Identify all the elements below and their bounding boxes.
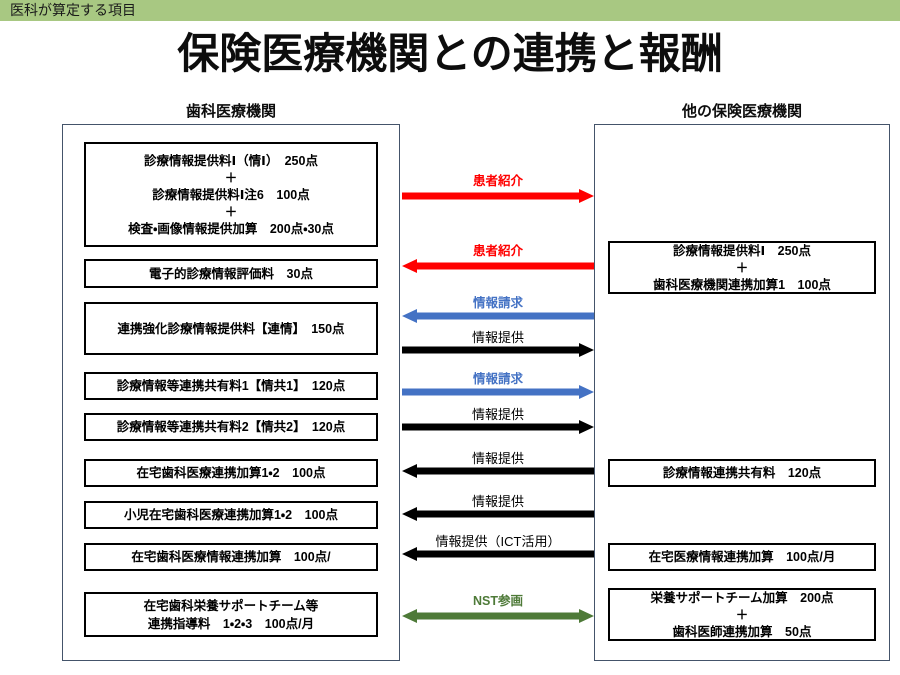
fee-box-line: 連携指導料 1・2・3 100点/月 xyxy=(147,616,315,631)
arrow-label: 情報提供（ICT活用） xyxy=(435,534,561,549)
fee-box-line: 歯科医療機関連携加算1 100点 xyxy=(653,277,831,292)
arrow-info-provide-left-1: 情報提供 xyxy=(402,451,594,479)
fee-box-line: 診療情報等連携共有料2【情共2】 120点 xyxy=(116,420,346,434)
arrow-shape xyxy=(402,547,594,561)
fee-box-renkei-kyoyu-1: 診療情報等連携共有料1【情共1】 120点 xyxy=(84,372,378,400)
fee-box-line: 診療情報連携共有料 120点 xyxy=(662,466,822,480)
arrow-info-request-right: 情報請求 xyxy=(402,372,594,400)
arrow-label: 情報提供 xyxy=(471,494,524,509)
fee-box-line: ＋ xyxy=(224,204,238,219)
arrow-shape xyxy=(402,420,594,434)
fee-box-shinryo-joho-renkei-kyoyu: 診療情報連携共有料 120点 xyxy=(608,459,876,487)
fee-box-eiyo-support-team: 栄養サポートチーム加算 200点 ＋ 歯科医師連携加算 50点 xyxy=(608,588,876,641)
arrow-label: 患者紹介 xyxy=(472,244,523,258)
arrow-label: 情報提供 xyxy=(471,451,524,466)
fee-box-line: 連携強化診療情報提供料【連情】 150点 xyxy=(117,321,345,336)
arrow-shape xyxy=(402,507,594,521)
arrow-patient-referral-right: 患者紹介 xyxy=(402,174,594,204)
fee-box-line: 在宅歯科医療情報連携加算 100点/ xyxy=(131,550,331,564)
fee-box-line: ＋ xyxy=(735,607,749,622)
fee-box-denshiteki-hyoka: 電子的診療情報評価料 30点 xyxy=(84,259,378,288)
fee-box-line: 診療情報提供料Ⅰ 250点 xyxy=(672,243,811,258)
fee-box-zaitaku-shika-renkei: 在宅歯科医療連携加算1・2 100点 xyxy=(84,459,378,487)
fee-box-line: 歯科医師連携加算 50点 xyxy=(672,624,812,639)
arrow-patient-referral-left: 患者紹介 xyxy=(402,244,594,274)
column-header-medical: 他の保険医療機関 xyxy=(681,103,802,120)
page-title: 保険医療機関との連携と報酬 xyxy=(177,30,723,77)
arrow-nst-participation: NST参画 xyxy=(402,594,594,624)
fee-box-line: 診療情報等連携共有料1【情共1】 120点 xyxy=(116,379,346,393)
fee-box-line: 電子的診療情報評価料 30点 xyxy=(149,266,313,281)
header-band: 医科が算定する項目 xyxy=(0,0,900,21)
panel-other-institution xyxy=(594,124,890,661)
fee-box-joho-teikyo-1: 診療情報提供料Ⅰ（情Ⅰ） 250点 ＋ 診療情報提供料Ⅰ注6 100点 ＋ 検査・画像情… xyxy=(84,142,378,247)
column-header-dental: 歯科医療機関 xyxy=(185,103,276,120)
arrow-shape xyxy=(402,189,594,203)
fee-box-zaitaku-iryo-joho-renkei: 在宅医療情報連携加算 100点/月 xyxy=(608,543,876,571)
fee-box-shoni-zaitaku-shika-renkei: 小児在宅歯科医療連携加算1・2 100点 xyxy=(84,501,378,529)
fee-box-line: 在宅歯科医療連携加算1・2 100点 xyxy=(136,466,326,480)
arrow-shape xyxy=(402,259,594,273)
fee-box-renkei-kyoyu-2: 診療情報等連携共有料2【情共2】 120点 xyxy=(84,413,378,441)
arrow-label: 情報提供 xyxy=(471,407,524,422)
arrow-shape xyxy=(402,343,594,357)
fee-box-zaitaku-shika-joho-renkei: 在宅歯科医療情報連携加算 100点/ xyxy=(84,543,378,571)
arrow-info-provide-ict: 情報提供（ICT活用） xyxy=(402,534,594,562)
arrow-label: 情報請求 xyxy=(472,372,523,386)
fee-box-line: 栄養サポートチーム加算 200点 xyxy=(650,590,834,605)
arrow-info-provide-right-2: 情報提供 xyxy=(402,407,594,435)
fee-box-line: ＋ xyxy=(224,170,238,185)
arrow-shape xyxy=(402,609,594,623)
arrow-label: 患者紹介 xyxy=(472,174,523,188)
fee-box-line: 小児在宅歯科医療連携加算1・2 100点 xyxy=(123,508,338,522)
arrow-shape xyxy=(402,464,594,478)
arrow-info-provide-right-1: 情報提供 xyxy=(402,330,594,358)
arrow-info-request-left: 情報請求 xyxy=(402,296,594,324)
fee-box-line: 在宅医療情報連携加算 100点/月 xyxy=(648,550,836,564)
fee-box-line: ＋ xyxy=(735,260,749,275)
header-band-label: 医科が算定する項目 xyxy=(10,2,136,18)
fee-box-zaitaku-shika-eiyo-support: 在宅歯科栄養サポートチーム等連携指導料 1・2・3 100点/月 xyxy=(84,592,378,637)
arrow-label: 情報請求 xyxy=(472,296,523,310)
fee-box-line: 在宅歯科栄養サポートチーム等 xyxy=(143,598,319,613)
arrow-shape xyxy=(402,385,594,399)
fee-box-joho-teikyo-i-renkei: 診療情報提供料Ⅰ 250点 ＋ 歯科医療機関連携加算1 100点 xyxy=(608,241,876,294)
fee-box-line: 診療情報提供料Ⅰ注6 100点 xyxy=(152,187,310,202)
fee-box-renkei-kyoka: 連携強化診療情報提供料【連情】 150点 xyxy=(84,302,378,355)
fee-box-line: 検査・画像情報提供加算 200点・30点 xyxy=(128,221,334,236)
arrow-info-provide-left-2: 情報提供 xyxy=(402,494,594,522)
fee-box-line: 診療情報提供料Ⅰ（情Ⅰ） 250点 xyxy=(144,153,318,168)
arrow-shape xyxy=(402,309,594,323)
arrow-label: NST参画 xyxy=(472,594,523,608)
arrow-label: 情報提供 xyxy=(471,330,524,345)
